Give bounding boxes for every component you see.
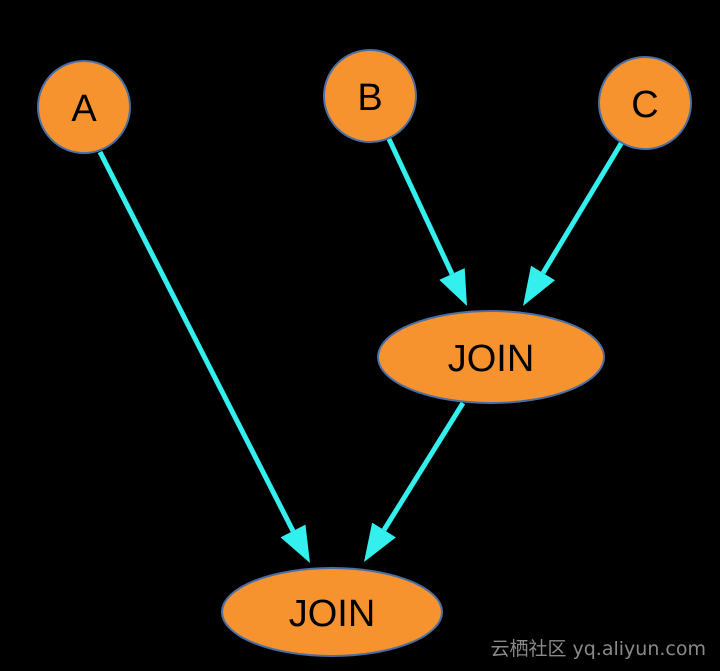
node-shape xyxy=(221,567,443,657)
edge-line xyxy=(540,140,625,275)
edges-layer xyxy=(97,137,625,563)
edge-line xyxy=(386,137,455,276)
watermark-text: 云栖社区 yq.aliyun.com xyxy=(490,638,706,660)
node-a: A xyxy=(37,60,131,154)
node-shape xyxy=(323,49,417,143)
node-label: JOIN xyxy=(448,338,535,380)
node-c: C xyxy=(598,56,692,150)
node-join1: JOIN xyxy=(377,310,605,404)
node-shape xyxy=(37,60,131,154)
arrowhead-icon xyxy=(439,268,467,306)
node-b: B xyxy=(323,49,417,143)
arrowhead-icon xyxy=(364,522,396,562)
edge-c-to-join1 xyxy=(523,140,625,306)
node-shape xyxy=(598,56,692,150)
edge-line xyxy=(97,150,296,533)
edge-b-to-join1 xyxy=(386,137,467,306)
node-label: JOIN xyxy=(289,593,376,635)
arrowhead-icon xyxy=(523,265,555,306)
edge-a-to-join2 xyxy=(97,150,310,563)
node-label: A xyxy=(71,88,97,130)
node-shape xyxy=(377,310,605,404)
node-join2: JOIN xyxy=(221,567,443,657)
node-label: C xyxy=(631,84,658,126)
arrowhead-icon xyxy=(280,524,310,563)
edge-join1-to-join2 xyxy=(364,401,466,562)
node-label: B xyxy=(357,77,382,119)
edge-line xyxy=(381,401,466,532)
nodes-layer: A B C JOIN JOIN xyxy=(37,49,692,657)
